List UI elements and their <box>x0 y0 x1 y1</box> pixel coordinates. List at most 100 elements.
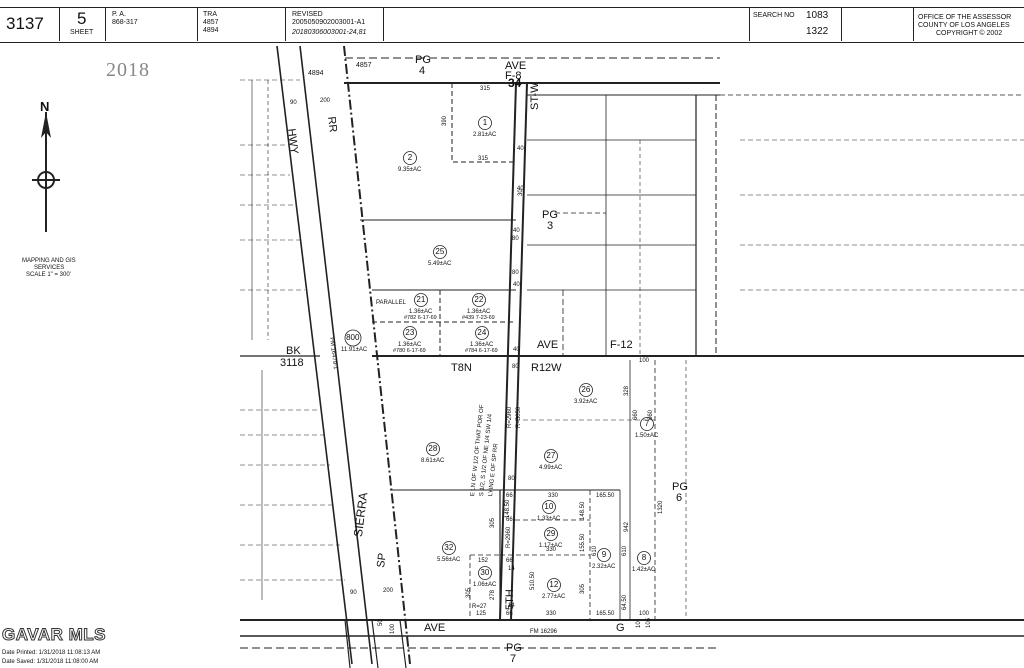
search-value-1: 1083 <box>806 10 829 21</box>
dim-30: 30 <box>518 189 524 196</box>
mapping-line-3: SCALE 1" = 300' <box>26 272 71 278</box>
parcel-note: #782 6-17-69 <box>404 315 437 321</box>
dim-660-a: 660 <box>633 409 639 420</box>
header-cell-tra: TRA 4857 4894 <box>198 7 286 41</box>
pg3-number: 3 <box>547 220 554 232</box>
parcel-note: #784 6-17-69 <box>465 348 498 354</box>
f12-label: F-12 <box>610 339 633 351</box>
mls-watermark: GAVAR MLS <box>2 625 106 644</box>
dim-105: 105 <box>646 617 652 628</box>
dim-305-a: 305 <box>490 517 496 528</box>
parcel-circle <box>403 151 417 165</box>
parcel-number[interactable]: 29 <box>546 529 556 538</box>
parcel-number[interactable]: 26 <box>581 385 591 394</box>
parcel-number[interactable]: 25 <box>435 247 445 256</box>
parcel-number[interactable]: 1 <box>482 118 488 127</box>
dim-80-d: 80 <box>508 476 515 482</box>
dim-50: 50 <box>378 619 384 626</box>
parcel-circle <box>478 566 492 580</box>
parcel-number[interactable]: 30 <box>480 568 490 577</box>
parcel-area: 1.50±AC <box>635 433 659 439</box>
bk-number: 3118 <box>280 357 304 369</box>
parcel-number[interactable]: 8 <box>641 553 647 562</box>
rr-label: RR <box>325 115 339 134</box>
dim-10: 10 <box>636 621 642 628</box>
parcel-circle <box>414 293 428 307</box>
dim-330-c: 330 <box>546 611 557 617</box>
mapping-line-1: MAPPING AND GIS <box>22 258 76 264</box>
dim-200: 200 <box>320 98 331 104</box>
ave-g-label: AVE <box>424 622 446 634</box>
parcel-area: 2.77±AC <box>542 594 566 600</box>
parcel-number[interactable]: 12 <box>549 580 559 589</box>
pa-value: 868-317 <box>112 19 138 26</box>
pg6-label: PG <box>672 481 688 493</box>
search-value-2: 1322 <box>806 26 829 37</box>
parcel-number[interactable]: 32 <box>444 543 454 552</box>
parcel-area: 1.36±AC <box>409 309 433 315</box>
header-cell-spacer <box>842 7 914 41</box>
parcel-number[interactable]: 10 <box>544 502 554 511</box>
parcel-circle <box>544 527 558 541</box>
revised-handwritten: 20180306003001-24,81 <box>292 29 367 36</box>
st-w-label: ST-W <box>529 82 541 111</box>
header-table <box>0 7 1024 43</box>
dim-40-d: 40 <box>513 282 520 288</box>
dim-315-top: 315 <box>480 86 491 92</box>
tra-value-1: 4857 <box>203 19 219 26</box>
dim-66-d: 66 <box>506 611 513 617</box>
parcel-area: 1.36±AC <box>470 342 494 348</box>
dim-155: 155.50 <box>580 533 586 552</box>
sheet-label: SHEET <box>70 29 94 36</box>
dim-125: 125 <box>476 611 487 617</box>
parcel-number[interactable]: 7 <box>644 419 650 428</box>
parcel-number[interactable]: 27 <box>546 451 556 460</box>
dim-610-a: 610 <box>592 545 598 556</box>
date-printed: Date Printed: 1/31/2018 11:08:13 AM <box>2 650 101 656</box>
parcel-circle <box>475 326 489 340</box>
date-saved: Date Saved: 1/31/2018 11:08:00 AM <box>2 659 99 665</box>
parcel-area: 1.17±AC <box>539 543 563 549</box>
dim-100-c: 100 <box>390 623 396 634</box>
parcel-number[interactable]: 23 <box>405 328 415 337</box>
parcel-number[interactable]: 22 <box>474 295 484 304</box>
parcel-area: 1.36±AC <box>398 342 422 348</box>
parcel-area: 1.33±AC <box>537 516 561 522</box>
fm-bottom-label: FM 16296 <box>530 629 558 635</box>
revised-label: REVISED <box>292 11 323 18</box>
header-cell-revised: REVISED 2005050902003001-A1 201803060030… <box>286 7 384 41</box>
book-number: 3137 <box>6 14 44 33</box>
hwy-edge-west <box>276 45 353 665</box>
parcel-area: 2.81±AC <box>473 132 497 138</box>
dim-305-b: 305 <box>466 587 472 598</box>
stamp-year: 2018 <box>106 59 150 81</box>
parcel-number[interactable]: 9 <box>601 550 607 559</box>
pg6-number: 6 <box>676 492 683 504</box>
parcel-number[interactable]: 800 <box>346 333 360 342</box>
parcel-circle <box>442 541 456 555</box>
parcel-number[interactable]: 2 <box>407 153 413 162</box>
dim-165-a: 165.50 <box>596 493 615 499</box>
office-line-2: COUNTY OF LOS ANGELES <box>918 22 1010 29</box>
pg3-label: PG <box>542 209 558 221</box>
parcel-number[interactable]: 24 <box>477 328 487 337</box>
dim-610-b: 610 <box>622 545 628 556</box>
dim-148-b: 148.50 <box>580 501 586 520</box>
bottom-road <box>399 619 407 668</box>
parcel-circle <box>544 449 558 463</box>
parcel-circle <box>597 548 611 562</box>
parcel-number[interactable]: 21 <box>416 295 426 304</box>
road-num-4894: 4894 <box>308 70 324 77</box>
st-w-west <box>499 82 517 621</box>
parcel-circle <box>478 116 492 130</box>
dim-80-a: 80 <box>512 236 519 242</box>
header-cell-search: SEARCH NO 1083 1322 <box>750 7 842 41</box>
parcel-circle <box>433 245 447 259</box>
dim-100-a: 100 <box>639 358 650 364</box>
parcel-number[interactable]: 28 <box>428 444 438 453</box>
dim-942: 942 <box>624 521 630 532</box>
dim-14-b: 14 <box>508 603 515 609</box>
dim-152: 152 <box>478 558 489 564</box>
parcel-area: 1.06±AC <box>473 582 497 588</box>
